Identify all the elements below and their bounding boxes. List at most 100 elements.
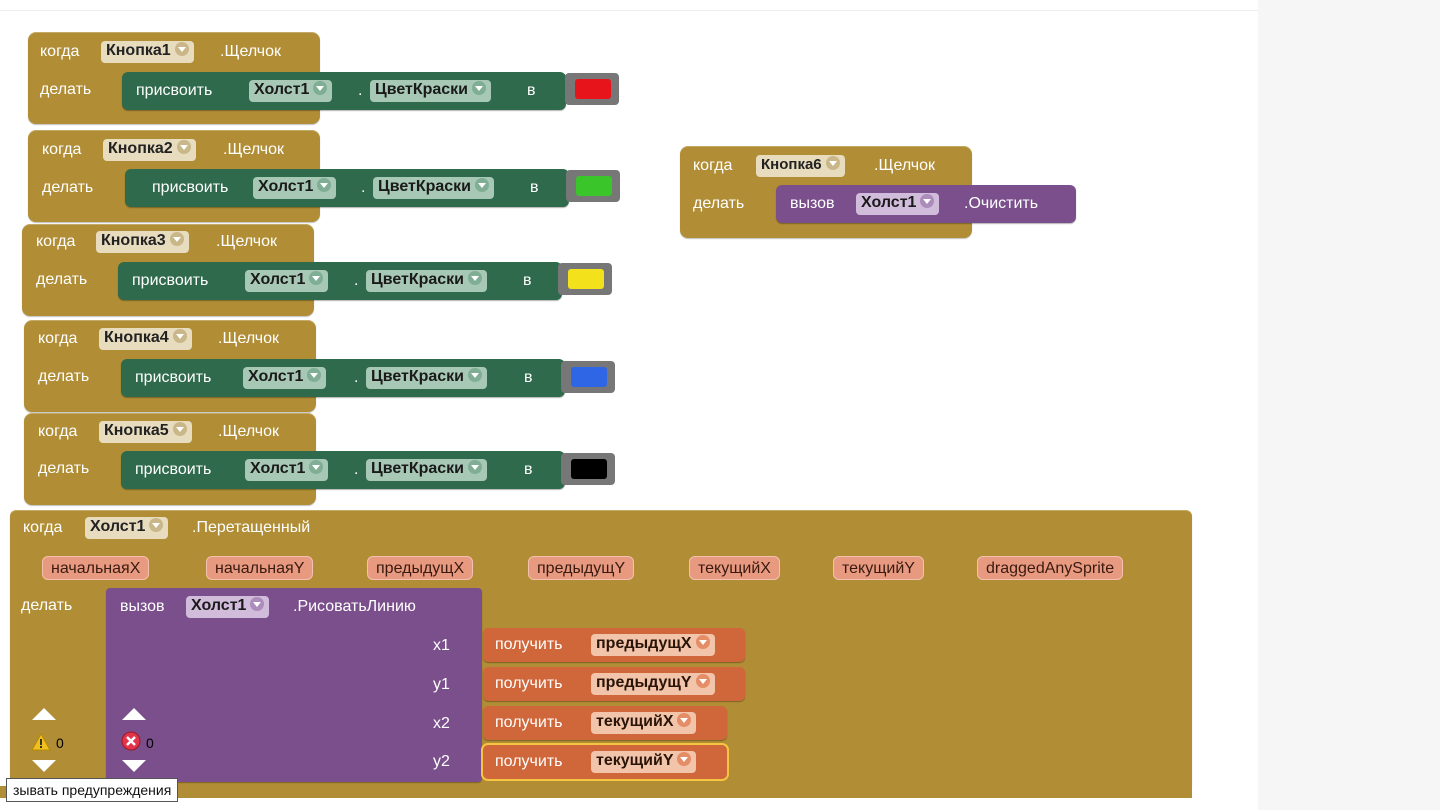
color-block-green[interactable] — [566, 170, 620, 202]
when-label: когда — [42, 141, 82, 158]
set-block[interactable]: присвоить Холст1 . ЦветКраски в — [121, 359, 565, 397]
target-dropdown[interactable]: Холст1 — [186, 596, 270, 618]
color-block-yellow[interactable] — [558, 263, 612, 295]
show-warnings-tooltip[interactable]: зывать предупреждения — [6, 778, 179, 802]
variable-dropdown[interactable]: текущийX — [591, 712, 697, 734]
when-label: когда — [38, 330, 78, 347]
property-dropdown[interactable]: ЦветКраски — [366, 270, 488, 292]
chevron-down-icon — [176, 140, 191, 154]
variable-dropdown[interactable]: предыдущX — [591, 634, 715, 656]
get-block-x2[interactable]: получить текущийX — [483, 706, 727, 740]
event-name: .Щелчок — [218, 423, 280, 440]
target-dropdown[interactable]: Холст1 — [249, 80, 333, 102]
when-label: когда — [23, 519, 63, 536]
error-next-icon[interactable] — [122, 760, 146, 772]
component-dropdown[interactable]: Кнопка3 — [96, 231, 189, 253]
param-prev-x[interactable]: предыдущX — [367, 556, 474, 580]
property-dropdown[interactable]: ЦветКраски — [373, 177, 495, 199]
target-dropdown[interactable]: Холст1 — [856, 193, 940, 215]
component-name: Кнопка1 — [106, 42, 171, 59]
when-label: когда — [40, 43, 80, 60]
property-name: ЦветКраски — [371, 368, 465, 385]
event-name: .Щелчок — [874, 157, 936, 174]
param-dragged-any-sprite[interactable]: draggedAnySprite — [977, 556, 1124, 580]
property-dropdown[interactable]: ЦветКраски — [370, 80, 492, 102]
chevron-down-icon — [677, 713, 692, 727]
target-dropdown[interactable]: Холст1 — [245, 459, 329, 481]
get-label: получить — [495, 675, 563, 692]
chevron-down-icon — [695, 674, 710, 688]
color-block-red[interactable] — [565, 73, 619, 105]
call-label: вызов — [790, 195, 835, 212]
component-dropdown[interactable]: Холст1 — [85, 517, 169, 539]
to-label: в — [527, 82, 536, 99]
target-dropdown[interactable]: Холст1 — [243, 367, 327, 389]
target-name: Холст1 — [254, 81, 310, 98]
chevron-down-icon — [468, 368, 483, 382]
param-current-x[interactable]: текущийX — [689, 556, 780, 580]
set-label: присвоить — [136, 82, 213, 99]
component-dropdown[interactable]: Кнопка4 — [99, 328, 192, 350]
to-label: в — [524, 369, 533, 386]
chevron-down-icon — [825, 156, 840, 170]
component-name: Холст1 — [90, 518, 146, 535]
set-block[interactable]: присвоить Холст1 . ЦветКраски в — [122, 72, 566, 110]
property-name: ЦветКраски — [371, 460, 465, 477]
set-block[interactable]: присвоить Холст1 . ЦветКраски в — [121, 451, 565, 489]
color-swatch[interactable] — [571, 459, 607, 479]
component-dropdown[interactable]: Кнопка5 — [99, 421, 192, 443]
warning-next-icon[interactable] — [32, 760, 56, 772]
property-name: ЦветКраски — [375, 81, 469, 98]
chevron-down-icon — [920, 194, 935, 208]
color-swatch[interactable] — [571, 367, 607, 387]
variable-dropdown[interactable]: предыдущY — [591, 673, 715, 695]
chevron-down-icon — [468, 460, 483, 474]
get-label: получить — [495, 753, 563, 770]
set-block[interactable]: присвоить Холст1 . ЦветКраски в — [118, 262, 562, 300]
arg-label-y1: y1 — [433, 676, 450, 693]
color-swatch[interactable] — [576, 176, 612, 196]
param-start-y[interactable]: начальнаяY — [206, 556, 314, 580]
to-label: в — [524, 461, 533, 478]
call-clear-block[interactable]: вызов Холст1 .Очистить — [776, 185, 1076, 223]
param-current-y[interactable]: текущийY — [833, 556, 924, 580]
get-block-x1[interactable]: получить предыдущX — [483, 628, 745, 662]
error-icon — [121, 731, 141, 751]
do-label: делать — [693, 195, 745, 212]
error-prev-icon[interactable] — [122, 708, 146, 720]
event-name: .Щелчок — [218, 330, 280, 347]
property-dropdown[interactable]: ЦветКраски — [366, 459, 488, 481]
variable-name: предыдущY — [596, 674, 692, 691]
param-start-x[interactable]: начальнаяX — [42, 556, 150, 580]
event-name: .Щелчок — [223, 141, 285, 158]
color-swatch[interactable] — [575, 79, 611, 99]
chevron-down-icon — [169, 232, 184, 246]
variable-dropdown[interactable]: текущийY — [591, 751, 697, 773]
chevron-down-icon — [475, 178, 490, 192]
warning-prev-icon[interactable] — [32, 708, 56, 720]
get-block-y1[interactable]: получить предыдущY — [483, 667, 745, 701]
event-name: .Щелчок — [216, 233, 278, 250]
component-dropdown[interactable]: Кнопка1 — [101, 41, 194, 63]
component-dropdown[interactable]: Кнопка2 — [103, 139, 196, 161]
target-dropdown[interactable]: Холст1 — [245, 270, 329, 292]
warning-count: 0 — [56, 735, 64, 751]
variable-name: текущийY — [596, 752, 674, 769]
call-label: вызов — [120, 598, 165, 615]
do-label: делать — [38, 460, 90, 477]
set-block[interactable]: присвоить Холст1 . ЦветКраски в — [125, 169, 569, 207]
target-name: Холст1 — [248, 368, 304, 385]
param-prev-y[interactable]: предыдущY — [528, 556, 635, 580]
get-block-y2[interactable]: получить текущийY — [481, 743, 729, 781]
set-label: присвоить — [132, 272, 209, 289]
property-dropdown[interactable]: ЦветКраски — [366, 367, 488, 389]
arg-label-y2: y2 — [433, 753, 450, 770]
dot-separator: . — [361, 179, 366, 196]
color-block-black[interactable] — [561, 453, 615, 485]
get-label: получить — [495, 636, 563, 653]
component-dropdown[interactable]: Кнопка6 — [756, 155, 845, 177]
color-block-blue[interactable] — [561, 361, 615, 393]
target-dropdown[interactable]: Холст1 — [253, 177, 337, 199]
color-swatch[interactable] — [568, 269, 604, 289]
call-draw-line-block[interactable]: вызов Холст1 .РисоватьЛинию x1 y1 x2 y2 — [106, 588, 482, 782]
